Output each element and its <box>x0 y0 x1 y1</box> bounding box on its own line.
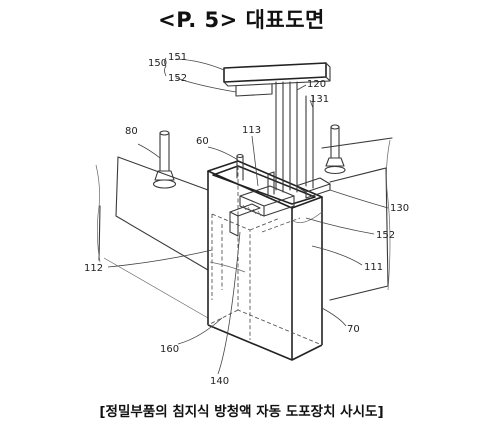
tank-70 <box>207 160 323 361</box>
brace-150 <box>164 57 167 77</box>
ref-120: 120 <box>307 79 326 90</box>
ref-152-top: 152 <box>168 73 187 84</box>
figure-caption: [정밀부품의 침지식 방청액 자동 도포장치 사시도] <box>99 404 384 420</box>
ref-140: 140 <box>210 376 229 387</box>
conveyor-plate <box>95 137 393 319</box>
pin-80 <box>152 130 177 189</box>
lift-assembly-120 <box>275 81 331 199</box>
top-arm-150 <box>223 62 331 97</box>
ref-131: 131 <box>310 94 329 105</box>
ref-150: 150 <box>148 58 167 69</box>
ref-160: 160 <box>160 344 179 355</box>
ref-151: 151 <box>168 52 187 63</box>
gear-jig-113 <box>229 171 295 237</box>
page-title: <P. 5> 대표도면 <box>158 8 325 32</box>
pin-right <box>324 124 346 175</box>
ref-112: 112 <box>84 263 103 274</box>
ref-152-right: 152 <box>376 230 395 241</box>
ref-111: 111 <box>364 262 383 273</box>
ref-60: 60 <box>196 136 209 147</box>
ref-130: 130 <box>390 203 409 214</box>
ref-80: 80 <box>125 126 138 137</box>
ref-113: 113 <box>242 125 261 136</box>
leader-lines <box>107 58 389 375</box>
ref-70: 70 <box>347 324 360 335</box>
